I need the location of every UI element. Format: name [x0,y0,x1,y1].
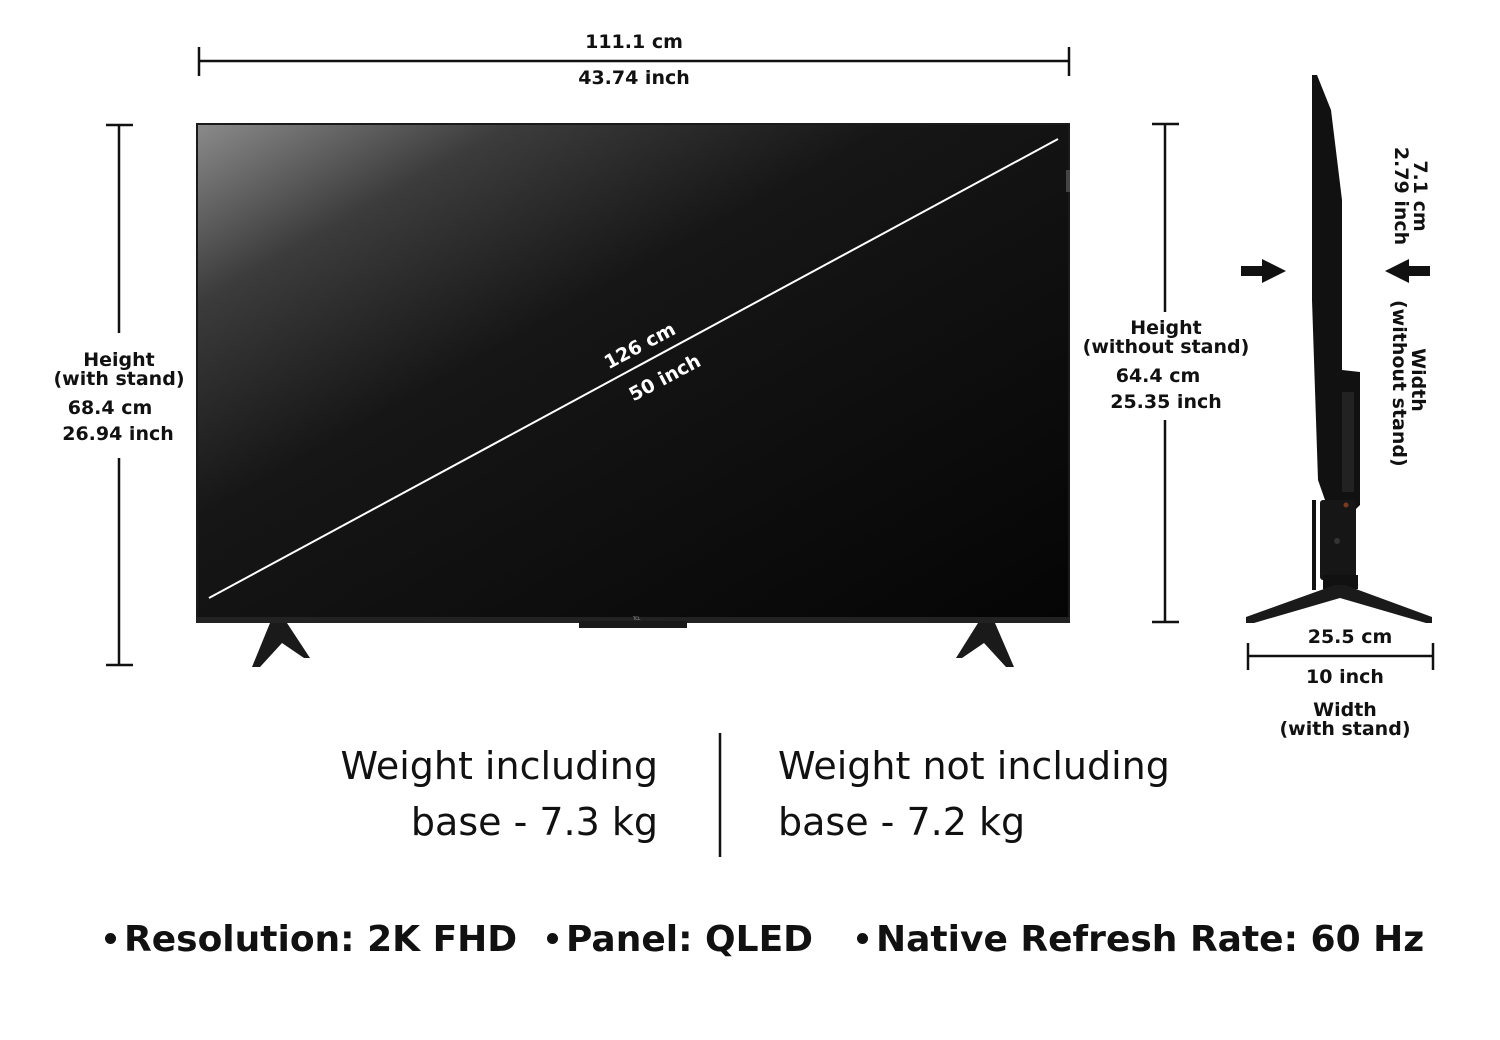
spec-panel-text: Panel: QLED [566,919,814,960]
spec-refresh-rate: Native Refresh Rate: 60 Hz [857,918,1424,962]
side-width-title: Width [1313,699,1377,721]
weight-not-including-line2: base - 7.2 kg [778,800,1026,844]
width-with-stand-line [1246,643,1435,670]
spec-resolution: Resolution: 2K FHD [105,918,517,962]
side-width-cm-label: 25.5 cm [1307,626,1393,648]
bullet-icon [105,932,116,944]
top-width-dimension-line [197,47,1071,76]
weight-not-including-line1: Weight not including [778,744,1170,788]
height-with-stand-title: Height [83,349,155,371]
weight-including-line1: Weight including [340,744,658,788]
depth-cm-label: 7.1 cm [1409,160,1431,232]
width-cm-label: 111.1 cm [585,31,683,53]
bullet-icon [857,932,868,944]
depth-title: Width [1407,348,1429,412]
weight-including-line2: base - 7.3 kg [410,800,658,844]
spec-resolution-text: Resolution: 2K FHD [124,919,518,960]
height-with-stand-cm: 68.4 cm [67,397,153,419]
tv-side-view [1246,75,1432,623]
depth-inch-label: 2.79 inch [1390,146,1412,246]
depth-subtitle: (without stand) [1388,300,1410,467]
height-with-stand-subtitle: (with stand) [53,368,185,390]
spec-refresh-rate-text: Native Refresh Rate: 60 Hz [876,919,1425,960]
side-width-inch-label: 10 inch [1306,666,1384,688]
bullet-icon [547,932,558,944]
diagonal-line [208,138,1059,599]
arrow-left-icon [1385,259,1430,283]
height-with-stand-inch: 26.94 inch [62,423,174,445]
height-without-stand-cm: 64.4 cm [1115,365,1201,387]
height-without-stand-line [1152,122,1179,624]
height-without-stand-subtitle: (without stand) [1082,336,1250,358]
height-with-stand-line [106,123,133,667]
arrow-right-icon [1241,259,1286,283]
tv-front-view: TCL [196,123,1070,667]
tv-brand-logo: TCL [632,616,641,621]
width-inch-label: 43.74 inch [578,67,690,89]
spec-panel: Panel: QLED [547,918,813,962]
left-stand-leg [252,623,310,667]
right-stand-leg [956,623,1014,667]
height-without-stand-title: Height [1130,317,1202,339]
side-width-subtitle: (with stand) [1279,718,1411,740]
height-without-stand-inch: 25.35 inch [1110,391,1222,413]
